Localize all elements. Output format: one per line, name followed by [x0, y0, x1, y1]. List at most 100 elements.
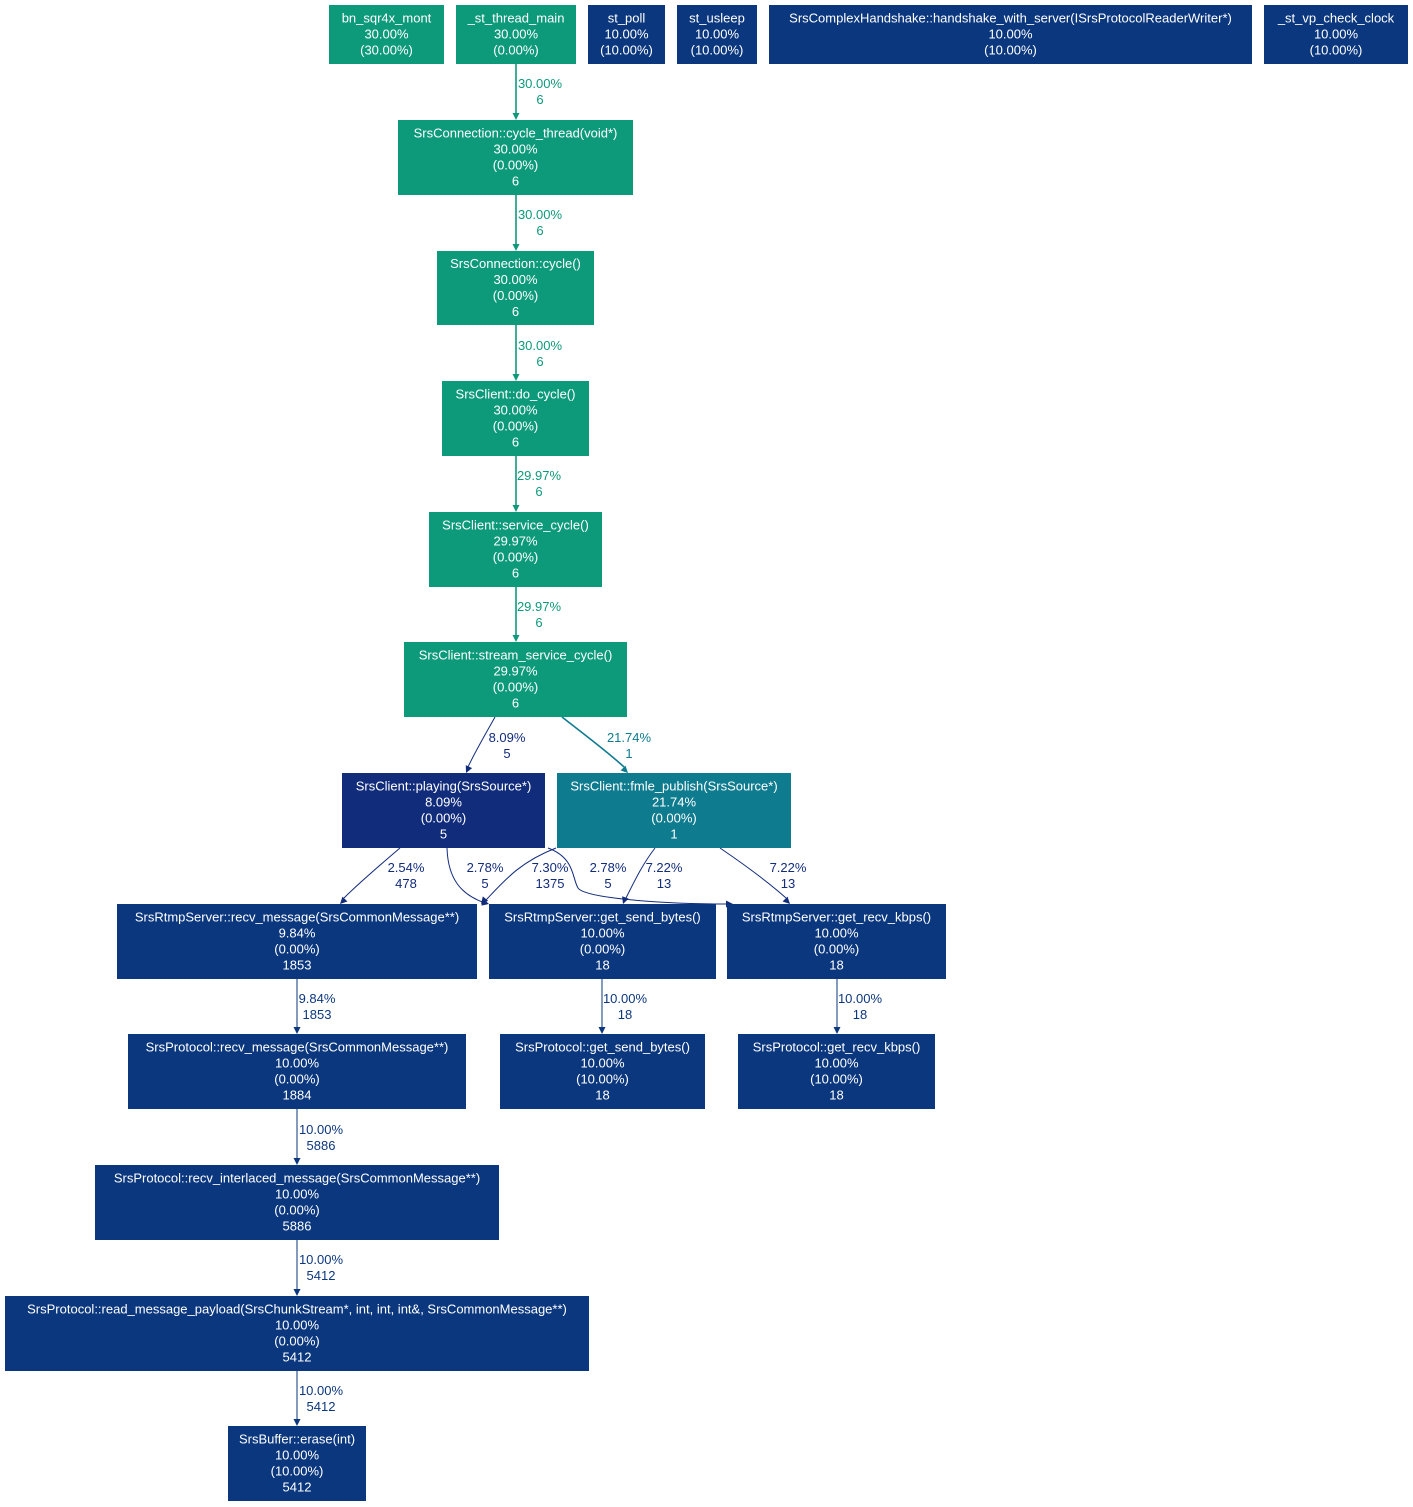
node-box	[437, 251, 594, 325]
node-fmle-publish[interactable]: SrsClient::fmle_publish(SrsSource*)21.74…	[557, 773, 791, 848]
edge-stream-service-cycle-to-fmle-publish: 21.74%1	[561, 716, 651, 773]
edge-line	[625, 847, 656, 899]
node-function-name: SrsComplexHandshake::handshake_with_serv…	[789, 11, 1232, 26]
node-function-name: SrsProtocol::recv_interlaced_message(Srs…	[114, 1171, 480, 1186]
edge-calls-label: 6	[535, 615, 542, 630]
node-function-name: SrsProtocol::get_send_bytes()	[515, 1040, 690, 1055]
node-read-payload[interactable]: SrsProtocol::read_message_payload(SrsChu…	[5, 1296, 589, 1371]
edge-line	[446, 847, 486, 904]
node-total-percent: 10.00%	[580, 1056, 625, 1071]
edge-calls-label: 6	[536, 223, 543, 238]
node-playing[interactable]: SrsClient::playing(SrsSource*)8.09%(0.00…	[342, 773, 545, 848]
edges-layer: 30.00%630.00%630.00%629.97%629.97%68.09%…	[293, 64, 883, 1426]
node-function-name: SrsProtocol::recv_message(SrsCommonMessa…	[146, 1040, 449, 1055]
node-self-percent: (0.00%)	[274, 1072, 320, 1087]
edge-line	[547, 847, 729, 905]
edge-rtmp-get-send-bytes-to-proto-get-send-bytes: 10.00%18	[598, 979, 647, 1034]
node-box	[727, 904, 946, 979]
node-buffer-erase[interactable]: SrsBuffer::erase(int)10.00%(10.00%)5412	[228, 1426, 366, 1501]
edge-percent-label: 10.00%	[299, 1383, 344, 1398]
edge-calls-label: 18	[853, 1007, 867, 1022]
node-call-count: 18	[595, 958, 609, 973]
edge-arrowhead	[833, 1027, 841, 1034]
edge-calls-label: 6	[535, 484, 542, 499]
edge-fmle-publish-to-rtmp-get-send-bytes: 7.22%13	[622, 847, 683, 904]
edge-calls-label: 5	[604, 876, 611, 891]
edge-percent-label: 8.09%	[489, 730, 526, 745]
edge-rtmp-recv-message-to-proto-recv-message: 9.84%1853	[293, 979, 336, 1034]
node-do-cycle[interactable]: SrsClient::do_cycle()30.00%(0.00%)6	[442, 381, 589, 456]
edge-calls-label: 5412	[307, 1399, 336, 1414]
node-service-cycle[interactable]: SrsClient::service_cycle()29.97%(0.00%)6	[429, 512, 602, 587]
node-cycle-thread[interactable]: SrsConnection::cycle_thread(void*)30.00%…	[398, 120, 633, 195]
edge-percent-label: 29.97%	[517, 468, 562, 483]
node-box	[404, 642, 627, 717]
node-function-name: SrsConnection::cycle_thread(void*)	[414, 126, 618, 141]
node-conn-cycle[interactable]: SrsConnection::cycle()30.00%(0.00%)6	[437, 251, 594, 325]
node-function-name: SrsConnection::cycle()	[450, 256, 581, 271]
node-proto-get-recv-kbps[interactable]: SrsProtocol::get_recv_kbps()10.00%(10.00…	[738, 1034, 935, 1109]
edge-arrowhead	[512, 113, 520, 120]
edge-calls-label: 1	[625, 746, 632, 761]
edge-recv-interlaced-to-read-payload: 10.00%5412	[293, 1240, 344, 1296]
node-call-count: 1884	[283, 1088, 312, 1103]
node-function-name: _st_thread_main	[467, 11, 565, 26]
edge-arrowhead	[481, 896, 489, 904]
node-self-percent: (10.00%)	[1310, 43, 1363, 58]
node-call-count: 1	[670, 827, 677, 842]
edge-line	[719, 847, 787, 899]
edge-playing-to-rtmp-get-recv-kbps: 2.78%5	[547, 847, 733, 908]
node-self-percent: (30.00%)	[360, 43, 413, 58]
node-function-name: st_poll	[608, 11, 646, 26]
nodes-layer: bn_sqr4x_mont30.00%(30.00%)_st_thread_ma…	[5, 5, 1408, 1501]
node-call-count: 18	[829, 1088, 843, 1103]
node-total-percent: 10.00%	[580, 926, 625, 941]
node-function-name: SrsRtmpServer::get_send_bytes()	[504, 910, 701, 925]
node-total-percent: 10.00%	[695, 27, 740, 42]
node-handshake[interactable]: SrsComplexHandshake::handshake_with_serv…	[769, 5, 1252, 64]
edge-calls-label: 6	[536, 92, 543, 107]
node-function-name: _st_vp_check_clock	[1277, 11, 1395, 26]
node-call-count: 5886	[283, 1219, 312, 1234]
node-box	[500, 1034, 705, 1109]
node-recv-interlaced[interactable]: SrsProtocol::recv_interlaced_message(Srs…	[95, 1165, 499, 1240]
node-box	[557, 773, 791, 848]
edge-rtmp-get-recv-kbps-to-proto-get-recv-kbps: 10.00%18	[833, 979, 883, 1034]
node-call-count: 18	[595, 1088, 609, 1103]
edge-arrowhead	[512, 374, 520, 381]
edge-line	[343, 847, 401, 899]
edge-arrowhead	[293, 1289, 301, 1296]
node-box	[738, 1034, 935, 1109]
node-self-percent: (0.00%)	[274, 942, 320, 957]
node-rtmp-recv-message[interactable]: SrsRtmpServer::recv_message(SrsCommonMes…	[117, 904, 477, 979]
edge-line	[467, 716, 496, 768]
node-box	[95, 1165, 499, 1240]
edge-proto-recv-message-to-recv-interlaced: 10.00%5886	[293, 1109, 343, 1165]
edge-arrowhead	[465, 765, 473, 773]
node-proto-get-send-bytes[interactable]: SrsProtocol::get_send_bytes()10.00%(10.0…	[500, 1034, 705, 1109]
edge-percent-label: 10.00%	[838, 991, 883, 1006]
edge-calls-label: 5	[481, 876, 488, 891]
node-self-percent: (10.00%)	[810, 1072, 863, 1087]
edge-percent-label: 7.22%	[646, 860, 683, 875]
node-proto-recv-message[interactable]: SrsProtocol::recv_message(SrsCommonMessa…	[128, 1034, 466, 1109]
node-stream-service-cycle[interactable]: SrsClient::stream_service_cycle()29.97%(…	[404, 642, 627, 717]
node-call-count: 5412	[283, 1480, 312, 1495]
edge-percent-label: 10.00%	[299, 1252, 344, 1267]
node-function-name: SrsProtocol::read_message_payload(SrsChu…	[27, 1302, 567, 1317]
node-rtmp-get-recv-kbps[interactable]: SrsRtmpServer::get_recv_kbps()10.00%(0.0…	[727, 904, 946, 979]
node-self-percent: (0.00%)	[493, 550, 539, 565]
node-self-percent: (0.00%)	[493, 680, 539, 695]
node-total-percent: 10.00%	[988, 27, 1033, 42]
node-box	[342, 773, 545, 848]
edge-calls-label: 5412	[307, 1268, 336, 1283]
edge-arrowhead	[622, 896, 629, 904]
node-rtmp-get-send-bytes[interactable]: SrsRtmpServer::get_send_bytes()10.00%(0.…	[489, 904, 716, 979]
edge-arrowhead	[293, 1419, 301, 1426]
edge-calls-label: 5	[503, 746, 510, 761]
